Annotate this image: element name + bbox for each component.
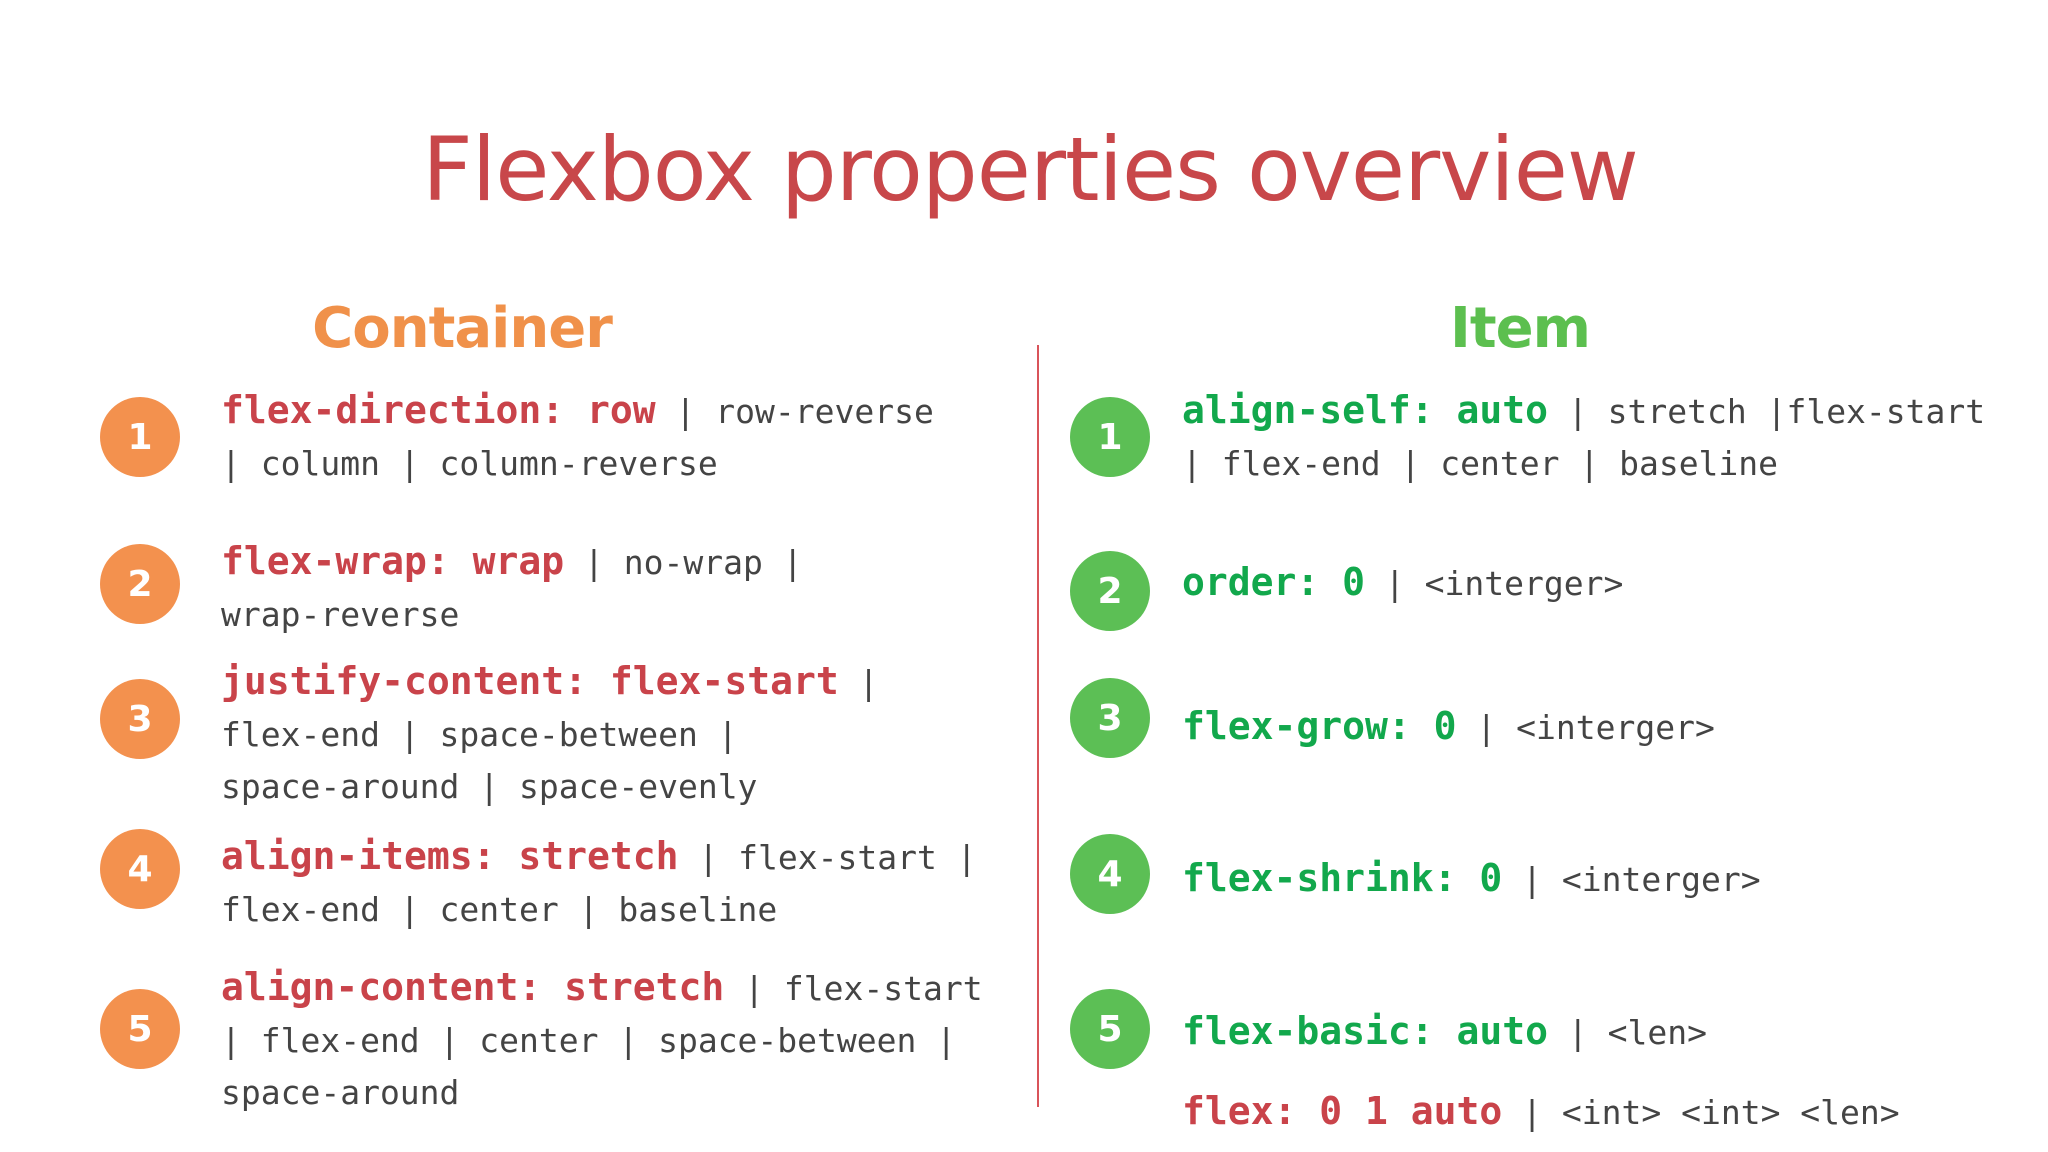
- property-default: align-content: stretch: [221, 965, 725, 1009]
- property-default: flex-basic: auto: [1182, 1009, 1549, 1053]
- property-line: flex-wrap: wrap | no-wrap |: [221, 538, 803, 592]
- property-values: | <interger>: [1502, 860, 1761, 899]
- page-title: Flexbox properties overview: [422, 118, 1639, 221]
- property-values: | no-wrap |: [564, 543, 803, 582]
- item-number-badge: 5: [1070, 989, 1150, 1069]
- property-values: | flex-end | center | space-between |: [221, 1021, 957, 1060]
- property-values: | flex-start |: [678, 838, 977, 877]
- container-property-5: align-content: stretch | flex-start| fle…: [221, 964, 983, 1122]
- item-number-badge: 4: [1070, 834, 1150, 914]
- column-divider: [1037, 345, 1039, 1107]
- container-number-badge: 2: [100, 544, 180, 624]
- property-values: flex-end | space-between |: [221, 715, 738, 754]
- property-values: | column | column-reverse: [221, 444, 718, 483]
- item-property-4: flex-shrink: 0 | <interger>: [1182, 855, 1761, 909]
- item-number-badge: 1: [1070, 397, 1150, 477]
- property-line: | flex-end | center | space-between |: [221, 1018, 983, 1070]
- property-default: flex-direction: row: [221, 388, 656, 432]
- property-line: flex-grow: 0 | <interger>: [1182, 703, 1715, 757]
- flex-shorthand: flex: 0 1 auto | <int> <int> <len>: [1182, 1088, 1900, 1142]
- container-property-4: align-items: stretch | flex-start |flex-…: [221, 833, 977, 939]
- property-line: flex: 0 1 auto | <int> <int> <len>: [1182, 1088, 1900, 1142]
- item-property-1: align-self: auto | stretch |flex-start| …: [1182, 387, 1985, 493]
- property-default: order: 0: [1182, 560, 1366, 604]
- property-line: flex-end | center | baseline: [221, 887, 977, 939]
- property-values: | flex-end | center | baseline: [1182, 444, 1779, 483]
- property-values: |: [838, 663, 879, 702]
- property-line: wrap-reverse: [221, 592, 803, 644]
- property-line: flex-shrink: 0 | <interger>: [1182, 855, 1761, 909]
- property-line: align-content: stretch | flex-start: [221, 964, 983, 1018]
- property-line: justify-content: flex-start |: [221, 658, 878, 712]
- property-default: align-items: stretch: [221, 834, 679, 878]
- property-values: | flex-start: [724, 969, 983, 1008]
- property-line: flex-basic: auto | <len>: [1182, 1008, 1707, 1062]
- property-line: flex-end | space-between |: [221, 712, 878, 764]
- property-line: align-items: stretch | flex-start |: [221, 833, 977, 887]
- item-number-badge: 2: [1070, 551, 1150, 631]
- container-number-badge: 4: [100, 829, 180, 909]
- item-heading: Item: [1450, 296, 1591, 361]
- property-line: | column | column-reverse: [221, 441, 934, 493]
- container-number-badge: 5: [100, 989, 180, 1069]
- container-property-3: justify-content: flex-start |flex-end | …: [221, 658, 878, 816]
- property-line: | flex-end | center | baseline: [1182, 441, 1985, 493]
- property-values: | row-reverse: [655, 392, 934, 431]
- property-default: align-self: auto: [1182, 388, 1549, 432]
- property-line: space-around: [221, 1070, 983, 1122]
- item-property-5: flex-basic: auto | <len>: [1182, 1008, 1707, 1062]
- property-default: flex-shrink: 0: [1182, 856, 1503, 900]
- property-values: space-around: [221, 1073, 460, 1112]
- property-line: order: 0 | <interger>: [1182, 559, 1623, 613]
- property-line: align-self: auto | stretch |flex-start: [1182, 387, 1985, 441]
- container-number-badge: 1: [100, 397, 180, 477]
- item-property-2: order: 0 | <interger>: [1182, 559, 1623, 613]
- property-values: wrap-reverse: [221, 595, 460, 634]
- property-default: justify-content: flex-start: [221, 659, 839, 703]
- item-property-3: flex-grow: 0 | <interger>: [1182, 703, 1715, 757]
- container-property-2: flex-wrap: wrap | no-wrap |wrap-reverse: [221, 538, 803, 644]
- property-default: flex: 0 1 auto: [1182, 1089, 1503, 1133]
- item-number-badge: 3: [1070, 678, 1150, 758]
- property-values: flex-end | center | baseline: [221, 890, 778, 929]
- container-number-badge: 3: [100, 679, 180, 759]
- property-values: space-around | space-evenly: [221, 767, 758, 806]
- property-values: | <interger>: [1456, 708, 1715, 747]
- property-default: flex-wrap: wrap: [221, 539, 565, 583]
- property-values: | stretch |flex-start: [1548, 392, 1986, 431]
- property-values: | <int> <int> <len>: [1502, 1093, 1900, 1132]
- container-property-1: flex-direction: row | row-reverse| colum…: [221, 387, 934, 493]
- property-default: flex-grow: 0: [1182, 704, 1457, 748]
- property-values: | <interger>: [1365, 564, 1624, 603]
- property-values: | <len>: [1548, 1013, 1707, 1052]
- property-line: flex-direction: row | row-reverse: [221, 387, 934, 441]
- container-heading: Container: [312, 296, 613, 361]
- property-line: space-around | space-evenly: [221, 764, 878, 816]
